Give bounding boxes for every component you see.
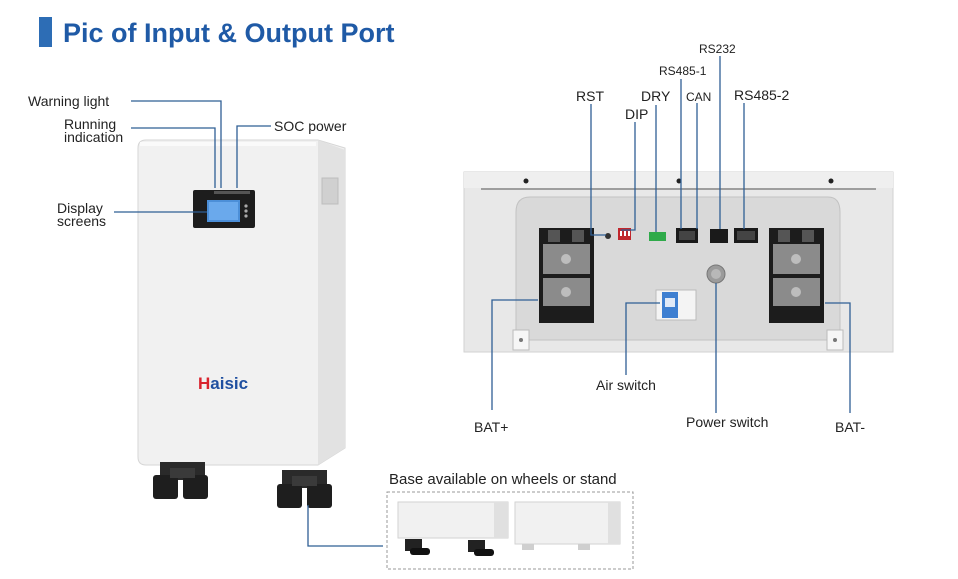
label-dry: DRY	[641, 88, 671, 104]
base-stand-option	[514, 501, 621, 550]
control-ports	[605, 228, 758, 243]
label-rs232: RS232	[699, 42, 736, 56]
label-bat-plus: BAT+	[474, 419, 509, 435]
page-title: Pic of Input & Output Port	[63, 18, 395, 48]
label-running-line2: indication	[64, 129, 124, 145]
base-options	[386, 491, 634, 570]
label-running-line1: Running	[64, 116, 117, 132]
base-caption: Base available on wheels or stand	[389, 471, 617, 488]
title-accent-bar	[39, 17, 52, 47]
label-dip: DIP	[625, 106, 649, 122]
battery-leader-lines	[114, 100, 383, 547]
bat-minus-terminal	[769, 228, 824, 323]
display-panel	[193, 190, 255, 228]
air-switch-breaker	[655, 289, 697, 321]
label-can: CAN	[686, 90, 712, 104]
label-air-switch: Air switch	[596, 377, 656, 393]
label-display-line2: screens	[57, 213, 107, 229]
label-warning-light: Warning light	[28, 93, 110, 109]
label-power-switch: Power switch	[686, 414, 769, 430]
battery-unit	[137, 139, 346, 466]
port-panel	[463, 171, 894, 353]
bat-plus-terminal	[539, 228, 594, 323]
label-bat-minus: BAT-	[835, 419, 866, 435]
label-rs485-2: RS485-2	[734, 87, 790, 103]
label-rst: RST	[576, 88, 604, 104]
power-switch-knob	[706, 264, 726, 284]
port-leader-lines	[491, 56, 851, 413]
battery-right-foot	[277, 470, 332, 508]
label-rs485-1: RS485-1	[659, 64, 707, 78]
battery-left-foot	[153, 462, 208, 499]
label-soc-power: SOC power	[274, 118, 347, 134]
base-wheels-option	[397, 501, 509, 556]
brand-logo: Haisic	[198, 374, 249, 393]
label-display-line1: Display	[57, 200, 103, 216]
